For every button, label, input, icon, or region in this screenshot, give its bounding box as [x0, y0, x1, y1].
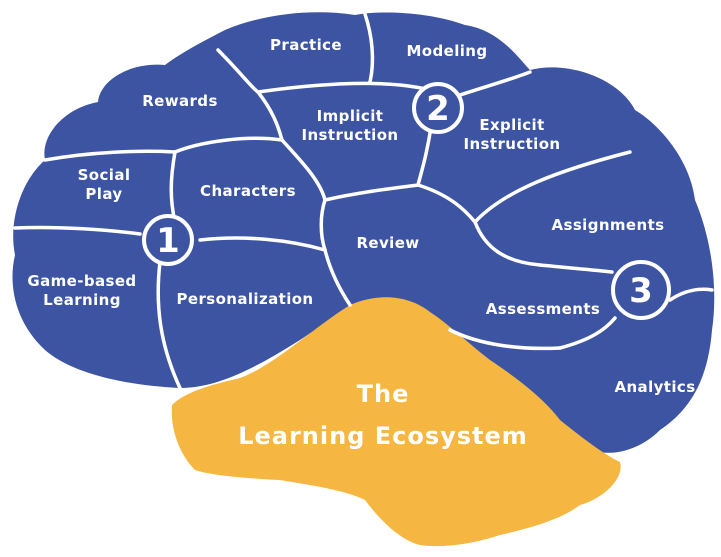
brain-stem: [171, 297, 621, 547]
seam: [363, 12, 375, 84]
seam: [13, 225, 142, 236]
seam: [416, 183, 477, 224]
seam: [280, 138, 327, 202]
group-2-number: 2: [426, 89, 450, 129]
brain-lobes: [12, 12, 715, 453]
seam: [558, 316, 617, 350]
group-3-badge: 3: [611, 260, 671, 320]
diagram-title-line-1: The: [357, 380, 410, 408]
region-label-assessments: Assessments: [486, 300, 600, 318]
seam: [256, 90, 284, 142]
seam: [538, 263, 614, 274]
group-3-number: 3: [629, 271, 653, 311]
seam: [319, 198, 327, 252]
group-2-badge: 2: [412, 82, 464, 134]
seam: [216, 48, 260, 94]
group-1-number: 1: [156, 221, 180, 261]
region-label-assignments: Assignments: [551, 216, 664, 234]
region-label-rewards: Rewards: [142, 92, 218, 110]
seam: [173, 136, 284, 154]
seam: [43, 149, 177, 162]
seam: [668, 287, 714, 302]
region-label-personalization: Personalization: [176, 290, 313, 308]
diagram-title-line-2: Learning Ecosystem: [238, 422, 528, 450]
seam: [473, 150, 632, 224]
region-label-characters: Characters: [200, 182, 296, 200]
seam: [323, 183, 420, 202]
region-label-analytics: Analytics: [614, 378, 695, 396]
group-1-badge: 1: [142, 214, 194, 266]
seam: [156, 260, 182, 390]
region-label-modeling: Modeling: [406, 42, 487, 60]
region-label-review: Review: [356, 234, 419, 252]
seam: [448, 328, 562, 351]
seam: [256, 81, 432, 94]
seam: [323, 248, 352, 307]
region-label-practice: Practice: [270, 36, 342, 54]
seam: [473, 220, 542, 267]
seam: [198, 236, 327, 252]
